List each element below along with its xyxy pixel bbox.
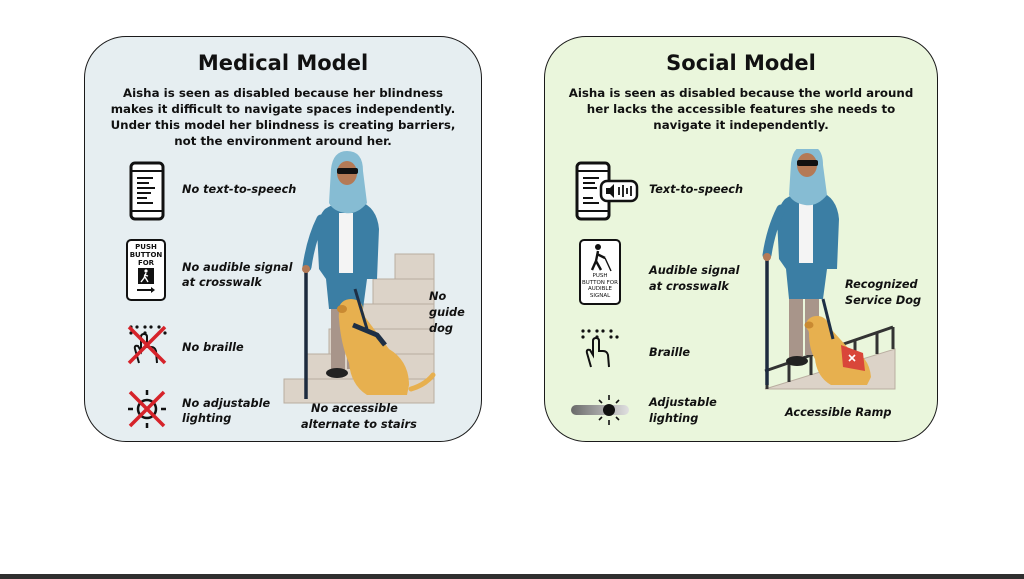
service-dog-shape — [804, 298, 871, 385]
medical-signal-label-line1: No audible signal — [182, 261, 293, 274]
medical-model-description: Aisha is seen as disabled because her bl… — [110, 86, 456, 148]
medical-stairs-label-line2: alternate to stairs — [301, 418, 417, 431]
audible-sign-text-line2: BUTTON FOR — [582, 279, 618, 286]
sign-text-line3: FOR — [137, 259, 155, 267]
social-dog-label-line2: Service Dog — [845, 294, 922, 307]
medical-braille-label: No braille — [182, 341, 244, 354]
social-lighting-label-line1: Adjustable — [649, 396, 717, 409]
medical-model-panel: Medical Model Aisha is seen as disabled … — [84, 36, 482, 442]
woman-on-ramp-illustration — [762, 149, 896, 390]
medical-lighting-label-line1: No adjustable — [182, 397, 271, 410]
walking-cane-person-icon — [590, 244, 612, 272]
audible-crosswalk-sign-icon: PUSH BUTTON FOR AUDIBLE SIGNAL — [579, 239, 621, 305]
phone-speaker-icon — [575, 161, 639, 221]
woman-on-stairs-illustration — [283, 151, 436, 404]
crosswalk-sign-icon: PUSH BUTTON FOR — [126, 239, 166, 301]
walking-person-icon — [137, 268, 155, 293]
audible-sign-text-line3: AUDIBLE — [588, 286, 612, 292]
social-model-panel: Social Model Aisha is seen as disabled b… — [544, 36, 938, 442]
lighting-slider-icon — [571, 395, 629, 425]
bottom-border — [0, 574, 1024, 579]
braille-hand-icon — [581, 329, 619, 368]
light-bulb-icon — [128, 390, 166, 428]
sign-text-line1: PUSH — [135, 243, 157, 251]
medical-dog-label-line3: dog — [429, 322, 453, 335]
braille-hand-icon — [127, 325, 167, 365]
audible-sign-text-line4: SIGNAL — [589, 292, 611, 299]
social-signal-label-line1: Audible signal — [649, 264, 740, 277]
social-model-description: Aisha is seen as disabled because the wo… — [568, 86, 914, 132]
social-ramp-label: Accessible Ramp — [785, 406, 892, 419]
audible-sign-text-line1: PUSH — [592, 273, 608, 279]
social-signal-label-line2: at crosswalk — [649, 280, 729, 293]
social-braille-label: Braille — [649, 346, 691, 359]
medical-stairs-label-line1: No accessible — [311, 402, 398, 415]
medical-signal-label-line2: at crosswalk — [182, 276, 262, 289]
medical-lighting-label-line2: lighting — [182, 412, 232, 425]
medical-dog-label-line1: No — [429, 290, 447, 303]
medical-tts-label: No text-to-speech — [182, 183, 297, 196]
medical-dog-label-line2: guide — [429, 306, 465, 319]
sign-text-line2: BUTTON — [129, 251, 163, 259]
social-tts-label: Text-to-speech — [649, 183, 744, 196]
medical-model-title: Medical Model — [197, 51, 369, 75]
social-model-title: Social Model — [666, 51, 816, 75]
social-lighting-label-line2: lighting — [649, 412, 699, 425]
dog-shape — [337, 288, 436, 395]
social-dog-label-line1: Recognized — [845, 278, 918, 291]
phone-icon — [129, 161, 165, 221]
